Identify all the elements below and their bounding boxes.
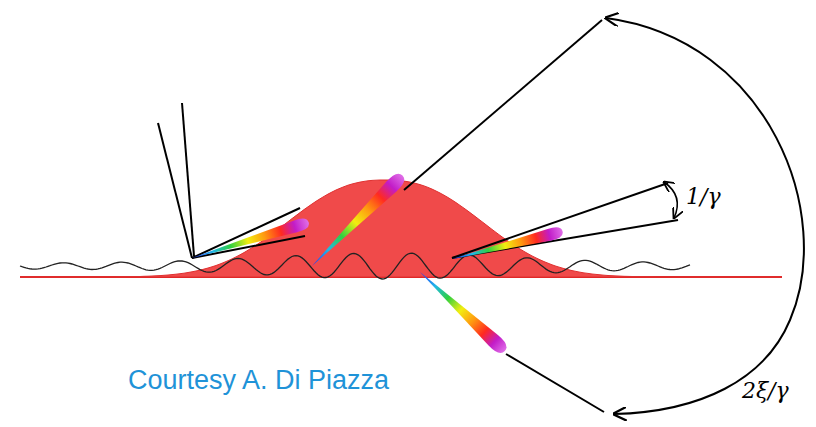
laser-envelope [20,180,782,277]
credit-note: Courtesy A. Di Piazza [128,365,389,396]
cone-line [182,103,194,256]
opening-line [506,354,604,412]
radiation-cone [190,216,310,263]
radiation-cone [307,170,408,271]
opening-line [404,20,602,190]
angle-arc [664,182,677,218]
angle-label: 2ξ/γ [742,378,789,403]
angle-label: 1/γ [686,184,721,209]
cone-line [452,183,668,258]
electron-trajectory [20,253,690,279]
radiation-cone [415,267,510,357]
angle-arc [606,18,804,414]
cone-line [158,123,192,258]
radiation-cone [451,225,565,264]
